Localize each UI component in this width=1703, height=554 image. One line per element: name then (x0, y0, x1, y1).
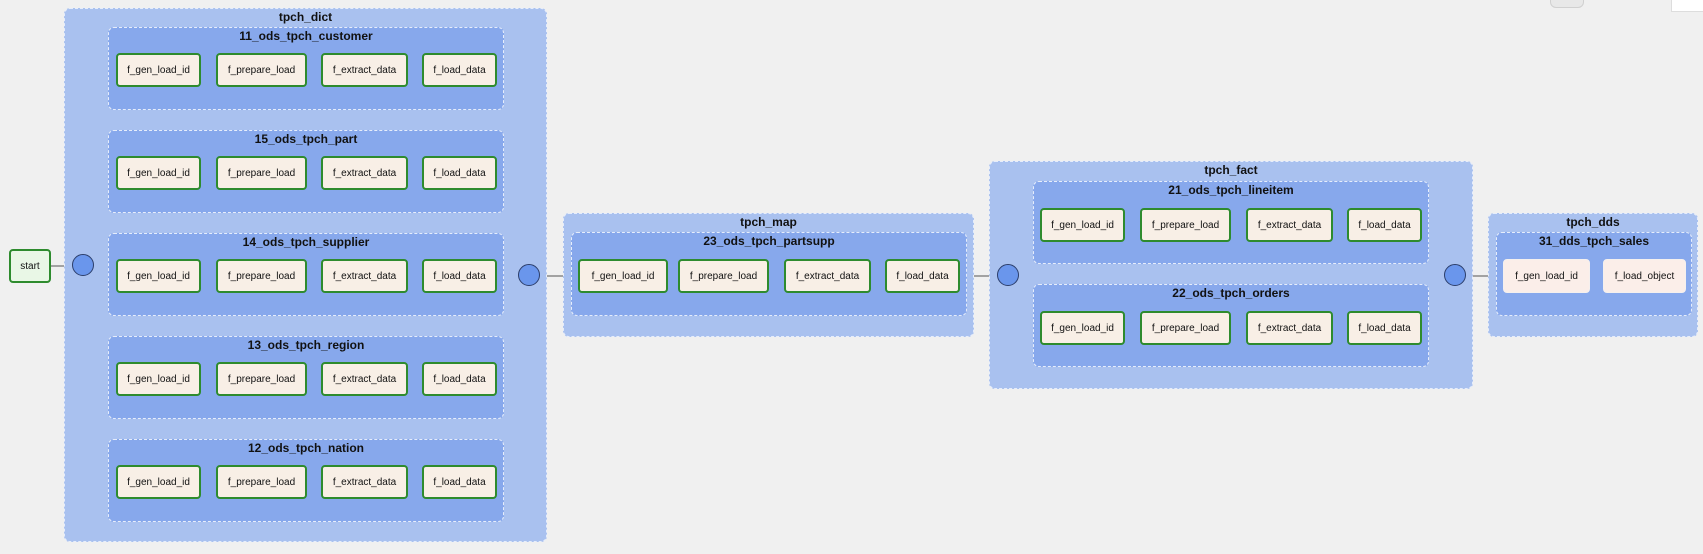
toggle-switch[interactable] (1550, 0, 1584, 8)
task-orders-prepare-load[interactable]: f_prepare_load (1140, 311, 1231, 345)
group-title-nation: 12_ods_tpch_nation (247, 441, 365, 455)
task-customer-gen-load-id[interactable]: f_gen_load_id (116, 53, 201, 87)
group-title-tpch-map: tpch_map (740, 215, 797, 229)
task-region-extract-data[interactable]: f_extract_data (321, 362, 408, 396)
task-nation-prepare-load[interactable]: f_prepare_load (216, 465, 307, 499)
task-partsupp-prepare-load[interactable]: f_prepare_load (678, 259, 769, 293)
join-junction-fact-end (1444, 264, 1466, 286)
join-junction-dict-start (72, 254, 94, 276)
task-lineitem-gen-load-id[interactable]: f_gen_load_id (1040, 208, 1125, 242)
task-sales-gen-load-id[interactable]: f_gen_load_id (1503, 259, 1590, 293)
group-title-supplier: 14_ods_tpch_supplier (242, 235, 370, 249)
task-nation-extract-data[interactable]: f_extract_data (321, 465, 408, 499)
task-lineitem-extract-data[interactable]: f_extract_data (1246, 208, 1333, 242)
task-customer-extract-data[interactable]: f_extract_data (321, 53, 408, 87)
group-title-tpch-dds: tpch_dds (1566, 215, 1620, 229)
task-orders-gen-load-id[interactable]: f_gen_load_id (1040, 311, 1125, 345)
task-nation-load-data[interactable]: f_load_data (422, 465, 497, 499)
task-supplier-gen-load-id[interactable]: f_gen_load_id (116, 259, 201, 293)
task-nation-gen-load-id[interactable]: f_gen_load_id (116, 465, 201, 499)
task-lineitem-prepare-load[interactable]: f_prepare_load (1140, 208, 1231, 242)
task-orders-load-data[interactable]: f_load_data (1347, 311, 1422, 345)
group-title-customer: 11_ods_tpch_customer (239, 29, 373, 43)
task-part-extract-data[interactable]: f_extract_data (321, 156, 408, 190)
group-title-sales: 31_dds_tpch_sales (1538, 234, 1650, 248)
group-title-part: 15_ods_tpch_part (254, 132, 358, 146)
group-title-lineitem: 21_ods_tpch_lineitem (1168, 183, 1294, 197)
task-partsupp-load-data[interactable]: f_load_data (885, 259, 960, 293)
task-lineitem-load-data[interactable]: f_load_data (1347, 208, 1422, 242)
task-region-prepare-load[interactable]: f_prepare_load (216, 362, 307, 396)
task-partsupp-extract-data[interactable]: f_extract_data (784, 259, 871, 293)
start-node[interactable]: start (9, 249, 51, 283)
task-orders-extract-data[interactable]: f_extract_data (1246, 311, 1333, 345)
task-supplier-load-data[interactable]: f_load_data (422, 259, 497, 293)
group-title-tpch-fact: tpch_fact (1204, 163, 1258, 177)
task-part-load-data[interactable]: f_load_data (422, 156, 497, 190)
join-junction-fact-start (997, 264, 1019, 286)
task-part-gen-load-id[interactable]: f_gen_load_id (116, 156, 201, 190)
group-title-tpch-dict: tpch_dict (278, 10, 333, 24)
group-title-orders: 22_ods_tpch_orders (1172, 286, 1290, 300)
task-supplier-extract-data[interactable]: f_extract_data (321, 259, 408, 293)
task-region-load-data[interactable]: f_load_data (422, 362, 497, 396)
task-supplier-prepare-load[interactable]: f_prepare_load (216, 259, 307, 293)
group-title-partsupp: 23_ods_tpch_partsupp (703, 234, 835, 248)
corner-panel (1671, 0, 1703, 12)
task-partsupp-gen-load-id[interactable]: f_gen_load_id (578, 259, 668, 293)
task-part-prepare-load[interactable]: f_prepare_load (216, 156, 307, 190)
task-customer-prepare-load[interactable]: f_prepare_load (216, 53, 307, 87)
group-title-region: 13_ods_tpch_region (247, 338, 365, 352)
task-sales-load-object[interactable]: f_load_object (1603, 259, 1686, 293)
task-region-gen-load-id[interactable]: f_gen_load_id (116, 362, 201, 396)
task-customer-load-data[interactable]: f_load_data (422, 53, 497, 87)
join-junction-dict-end (518, 264, 540, 286)
